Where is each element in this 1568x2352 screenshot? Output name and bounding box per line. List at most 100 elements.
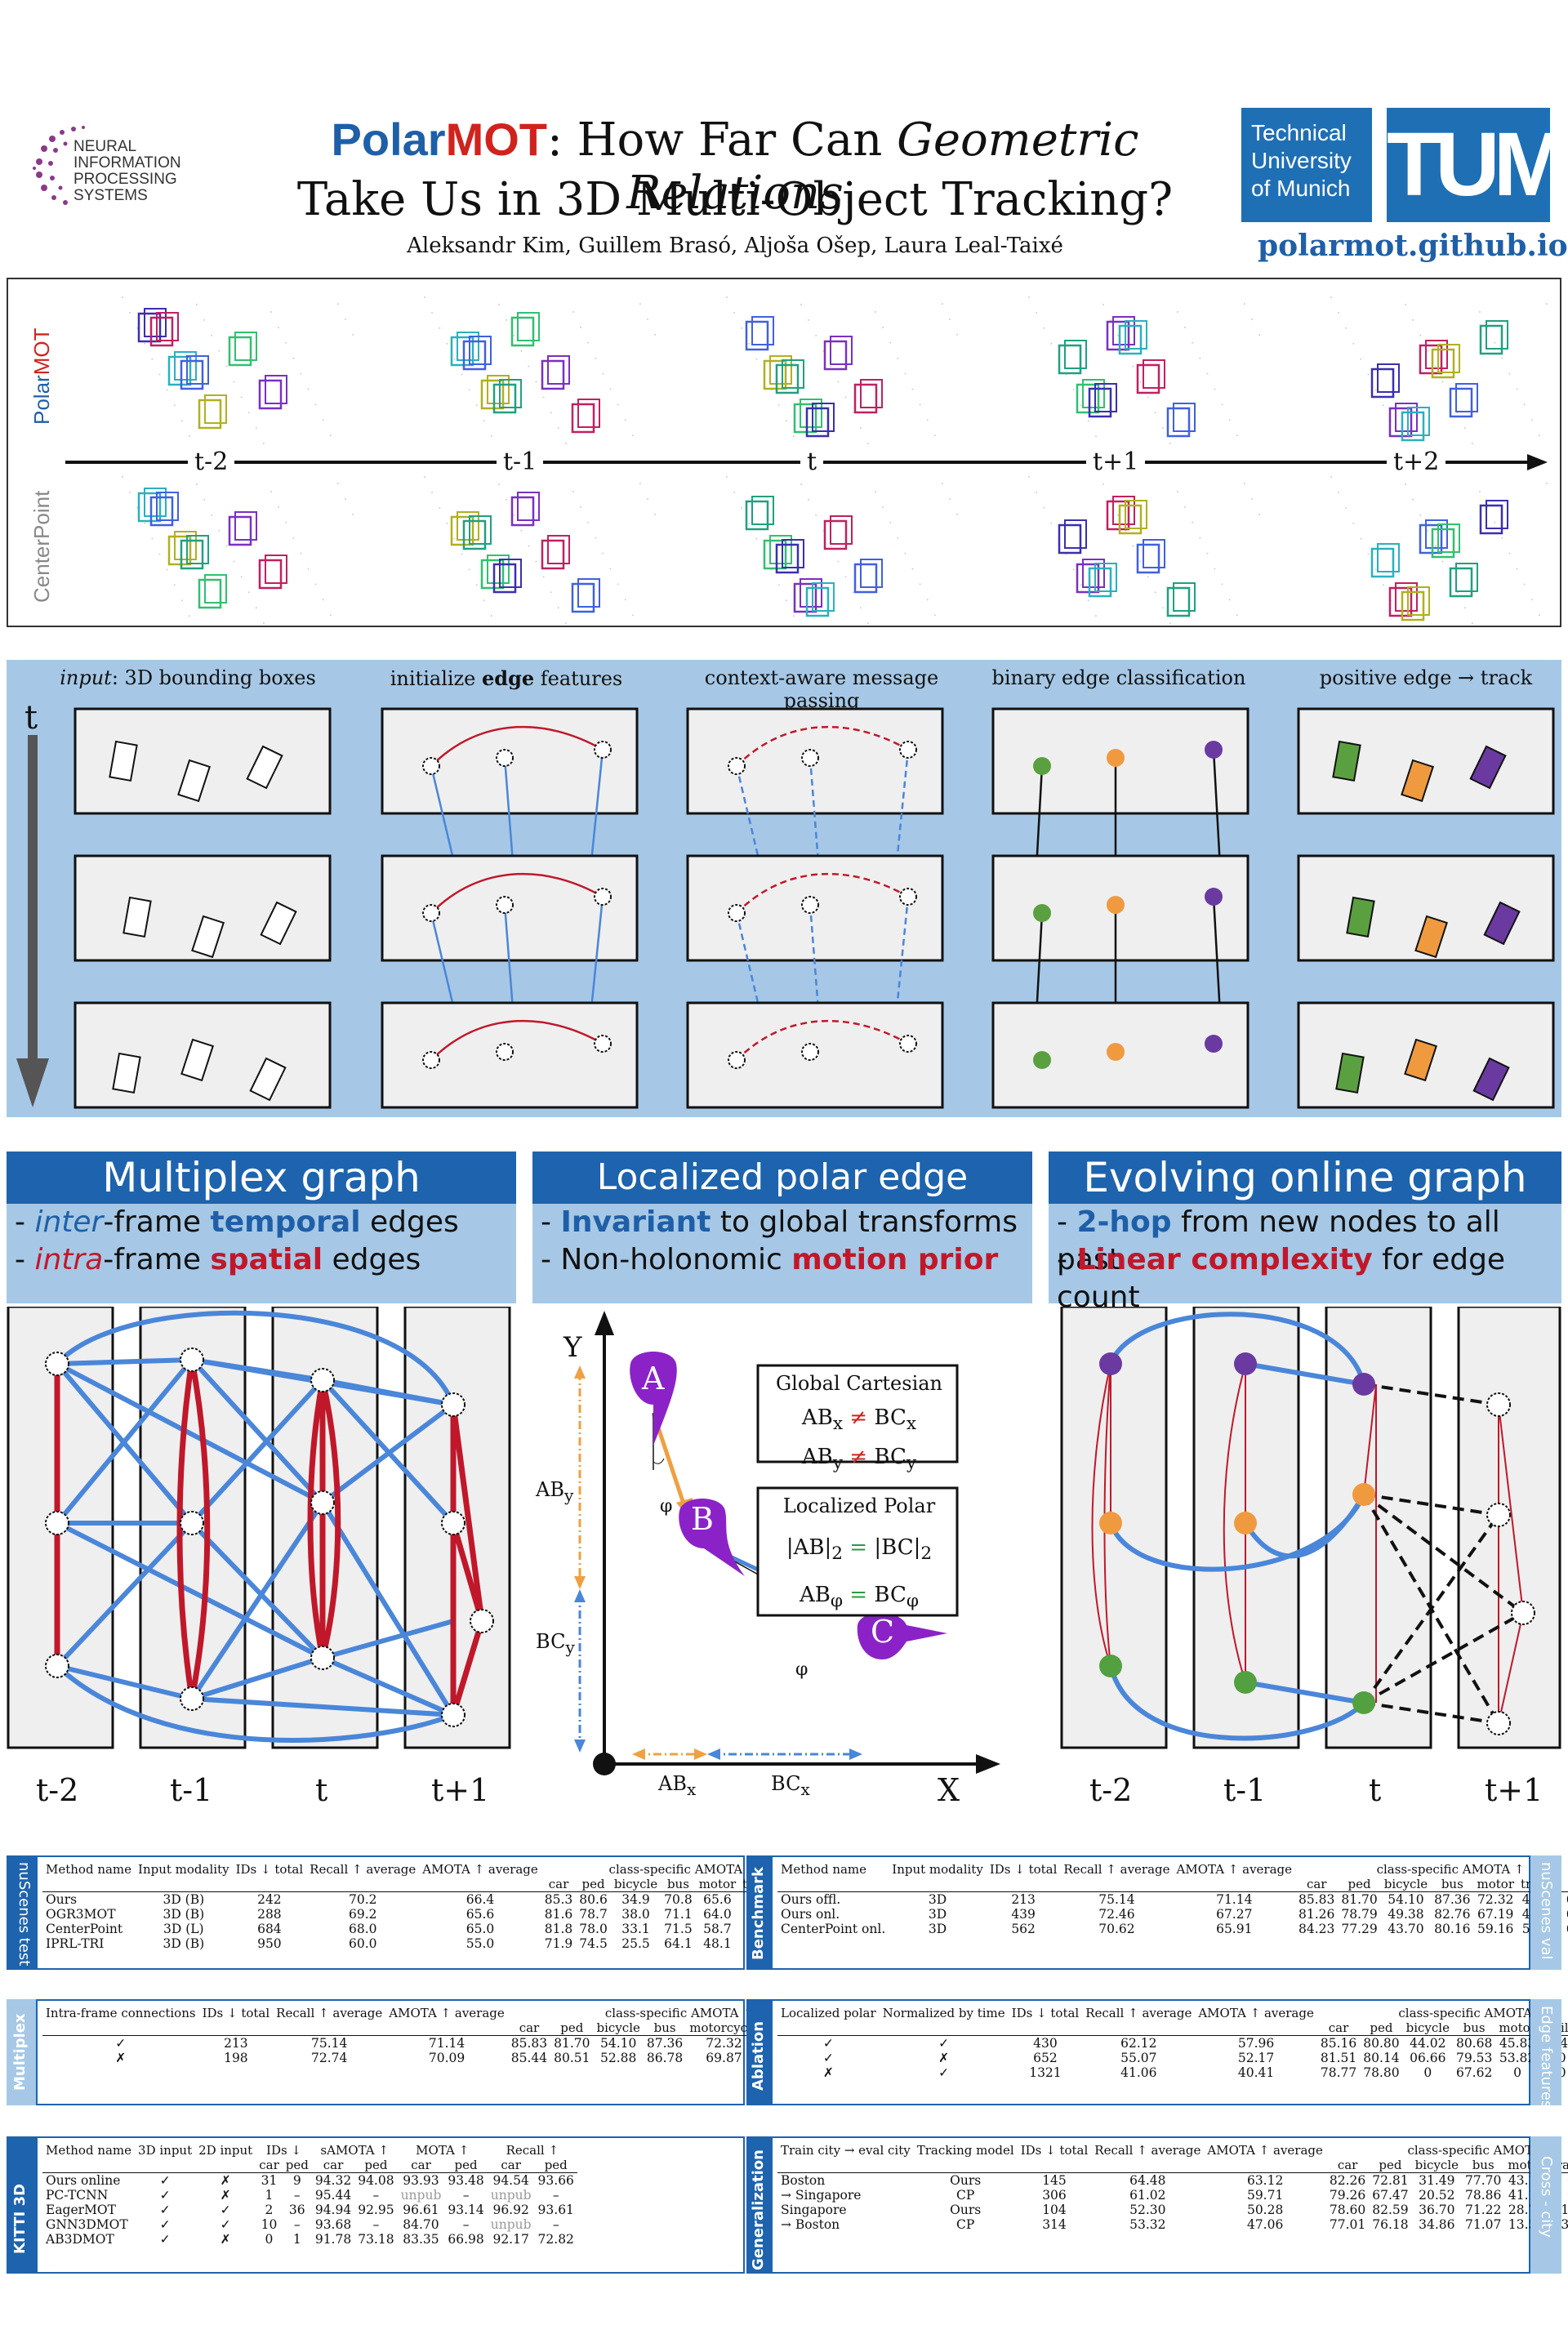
tracked-box [1449, 567, 1473, 598]
table-cell: 82.59 [1372, 2203, 1409, 2217]
tracked-box [782, 539, 804, 568]
table-cell: 81.70 [1338, 1891, 1381, 1907]
spatial-edge [430, 725, 604, 767]
tracked-box [1173, 582, 1196, 612]
tum-line: of Munich [1251, 176, 1351, 201]
column-header [42, 1877, 135, 1892]
table-cell: 65.70 [1563, 1907, 1568, 1922]
table-cell: 78.77 [1320, 2065, 1357, 2080]
table-cell: ✗ [220, 2232, 231, 2247]
section-multiplex-bullets: - inter-frame temporal edges - intra-fra… [7, 1204, 516, 1303]
node-a: A [642, 1361, 665, 1396]
object-box [1332, 740, 1361, 782]
table-cell: 96.61 [403, 2203, 439, 2217]
object-box [112, 1052, 141, 1094]
table-cell: 70.62 [1098, 1922, 1135, 1936]
table-cell: OGR3MOT [46, 1907, 116, 1922]
temporal-edge [735, 912, 761, 1010]
tracked-box [258, 559, 283, 590]
pipeline-time-label: t [24, 699, 38, 737]
tracked-box [1064, 519, 1087, 549]
column-header: bicycle [596, 2020, 640, 2035]
bullet-text: edges [323, 1243, 421, 1276]
tracked-box [763, 359, 787, 390]
axis-y-label: Y [564, 1331, 582, 1364]
classified-node [1107, 896, 1125, 914]
object-box [1401, 759, 1434, 803]
column-header [987, 1877, 1061, 1892]
project-url[interactable]: polarmot.github.io [1258, 229, 1568, 263]
column-header: Recall ↑ [506, 2143, 559, 2158]
table-cell: Ours [42, 1891, 136, 1907]
tracked-box [1425, 340, 1448, 369]
table-cell: 80.68 [1452, 2035, 1496, 2051]
table-cell: 314 [1042, 2217, 1067, 2232]
tracked-box [1388, 586, 1413, 617]
tracked-box [1388, 407, 1413, 438]
table-cell: 684 [257, 1922, 282, 1936]
table-cell: 53.32 [1129, 2217, 1166, 2232]
title-italic: Geometric Relations [626, 114, 1139, 220]
tracked-box [745, 320, 769, 351]
title-rest: : How Far Can [547, 114, 898, 167]
column-header: car [259, 2158, 279, 2172]
table-cell: 81.70 [550, 2035, 594, 2051]
polar-features-diagram [574, 1311, 1000, 1775]
column-header: Recall ↑ average [1094, 2143, 1201, 2158]
column-header: MOTA ↑ [416, 2143, 470, 2158]
table-cell: 78.7 [579, 1907, 608, 1922]
side-nuscenes-val [1530, 1855, 1561, 1970]
table-cell: 41.06 [1120, 2065, 1157, 2080]
column-header: ped [364, 2158, 388, 2172]
table-cell: 72.81 [1369, 2172, 1412, 2188]
table-cell: ✓ [220, 2203, 231, 2217]
column-header: motorcycle [689, 2020, 759, 2035]
column-header: Recall ↑ average [310, 1862, 416, 1877]
column-header: car [501, 2158, 521, 2172]
object-box [246, 745, 283, 790]
tracked-box [571, 403, 595, 434]
stage-title-it: input [60, 666, 112, 689]
tracked-box [265, 375, 287, 404]
table-cell: 3D (B) [163, 1936, 205, 1951]
spatial-edge [736, 725, 909, 767]
tracked-box [1076, 383, 1100, 414]
tracked-box [137, 492, 162, 523]
column-header: Input modality [892, 1862, 983, 1877]
section-polar-title: Localized polar edge features [532, 1152, 1032, 1250]
table-cell: 80.80 [1360, 2035, 1403, 2051]
bullet-dash: - [15, 1243, 35, 1276]
table-cell: IPRL-TRI [46, 1936, 105, 1951]
table-cell: 64.0 [703, 1907, 732, 1922]
table-cell: 67.47 [1372, 2188, 1409, 2203]
side-multiplex [7, 1999, 36, 2105]
table-cell: 80.14 [1363, 2051, 1400, 2065]
table-subheader-row: carpedbicyclebusmotorcycletrailertruck [42, 2020, 850, 2036]
column-header [419, 1877, 541, 1892]
eg-time-t-2: t-2 [1089, 1772, 1133, 1808]
table-cell: 242 [232, 1891, 307, 1907]
table-cell: 65.91 [1216, 1922, 1253, 1936]
stage-title-text: initialize [390, 667, 483, 690]
bullet-intra: intra [34, 1243, 104, 1276]
column-header: AMOTA ↑ average [1176, 1862, 1293, 1877]
section-polar-bullets: - Invariant to global transforms - Non-h… [532, 1204, 1032, 1303]
table-cell: 44.02 [1402, 2035, 1453, 2051]
title-polar: Polar [331, 114, 446, 165]
column-header: car [1337, 2158, 1358, 2172]
tracked-box [541, 359, 565, 390]
tracked-box [1166, 407, 1191, 438]
column-header: IDs ↓ total [202, 2006, 270, 2020]
column-header: bicycle [613, 1877, 658, 1891]
tracked-box [186, 355, 209, 385]
table-cell: → Boston [781, 2217, 840, 2232]
tracked-box [1088, 387, 1112, 418]
table-cell: 59.71 [1246, 2188, 1284, 2203]
